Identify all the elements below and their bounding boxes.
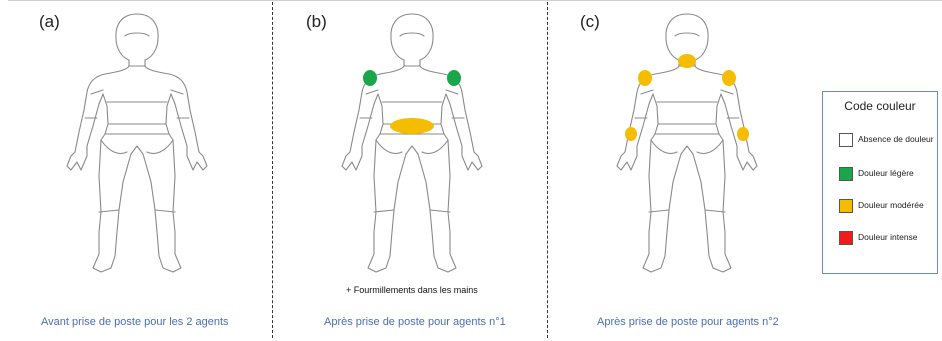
body-figure-c xyxy=(616,13,758,273)
legend-label-absence: Absence de douleur xyxy=(858,134,934,144)
pain-spot-left-shoulder xyxy=(363,70,377,86)
pain-spot-lower-back xyxy=(390,118,434,134)
body-figure-b xyxy=(341,13,483,273)
pain-spot-right-shoulder xyxy=(447,70,461,86)
pain-spot-left-wrist xyxy=(625,127,637,141)
pain-spot-neck xyxy=(678,54,696,68)
diagram-frame xyxy=(8,0,942,341)
legend-label-moderee: Douleur modérée xyxy=(858,200,924,210)
body-figure-a xyxy=(66,13,208,273)
panel-divider-1 xyxy=(272,2,273,338)
legend-label-legere: Douleur légère xyxy=(858,168,914,178)
panel-b-note: + Fourmillements dans les mains xyxy=(346,285,478,295)
legend-swatch-legere xyxy=(839,167,853,181)
legend-label-intense: Douleur intense xyxy=(858,232,918,242)
pain-spot-right-shoulder xyxy=(722,70,736,86)
panel-a-label: (a) xyxy=(39,12,60,31)
panel-divider-2 xyxy=(547,2,548,338)
panel-c-caption: Après prise de poste pour agents n°2 xyxy=(597,316,779,328)
panel-c-label: (c) xyxy=(580,12,600,31)
pain-spot-left-shoulder xyxy=(638,70,652,86)
panel-a-caption: Avant prise de poste pour les 2 agents xyxy=(41,316,229,328)
panel-b-caption: Après prise de poste pour agents n°1 xyxy=(324,316,506,328)
legend-swatch-absence xyxy=(839,133,853,147)
legend-swatch-intense xyxy=(839,231,853,245)
legend-title: Code couleur xyxy=(844,99,916,113)
color-legend: Code couleur Absence de douleur Douleur … xyxy=(822,91,938,274)
pain-spot-right-wrist xyxy=(737,127,749,141)
legend-swatch-moderee xyxy=(839,199,853,213)
panel-b-label: (b) xyxy=(306,12,327,31)
